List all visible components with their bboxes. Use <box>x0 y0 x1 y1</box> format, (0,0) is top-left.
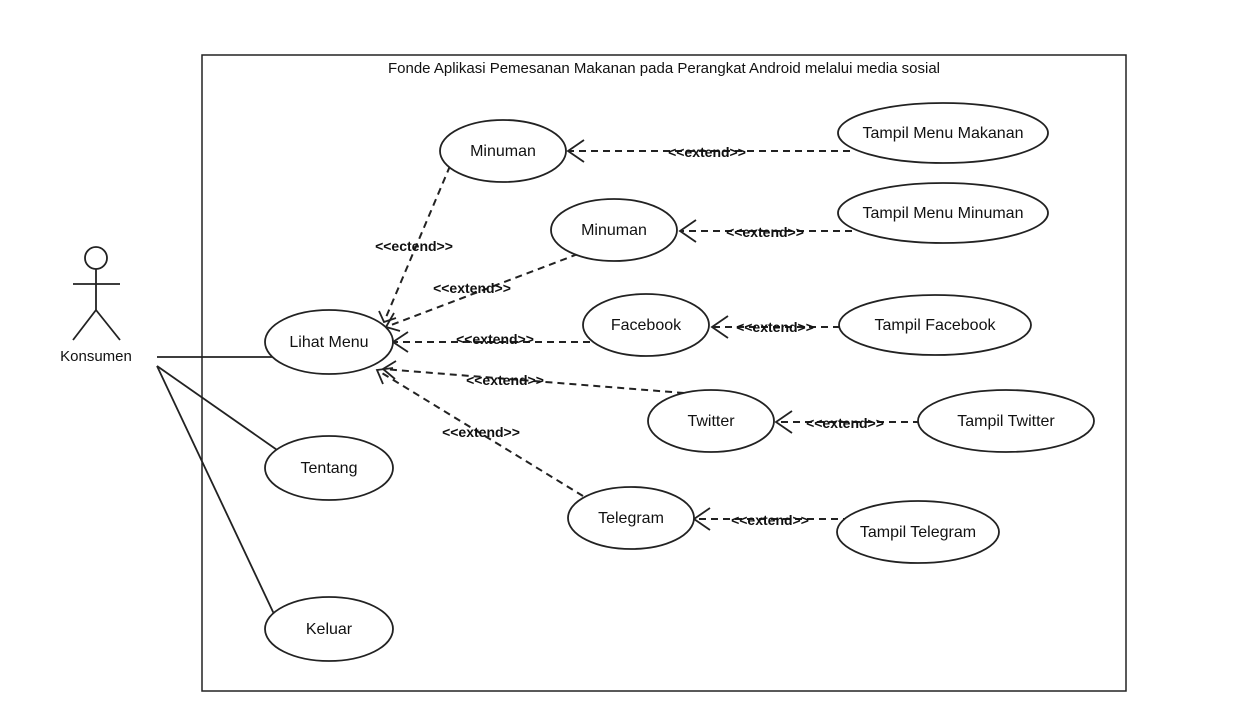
use-case-minuman-top[interactable]: Minuman <box>439 119 567 183</box>
association-keluar <box>156 365 275 615</box>
extend-facebook-lihat-menu: <<extend>> <box>391 331 590 353</box>
use-case-label: Tampil Twitter <box>957 413 1055 430</box>
actor-label: Konsumen <box>60 348 132 365</box>
extend-label: <<extend>> <box>736 319 814 335</box>
use-case-label: Keluar <box>306 621 353 638</box>
use-case-label: Facebook <box>611 317 682 334</box>
extend-minuman-top-lihat-menu: <<ectend>> <box>375 165 453 324</box>
extend-label: <<extend>> <box>433 280 511 296</box>
use-case-tampil-telegram[interactable]: Tampil Telegram <box>836 500 1000 564</box>
extend-label: <<ectend>> <box>375 238 453 254</box>
use-case-label: Lihat Menu <box>289 334 368 351</box>
use-case-tampil-menu-minuman[interactable]: Tampil Menu Minuman <box>837 182 1049 244</box>
actor-left-leg <box>72 309 97 341</box>
use-case-label: Minuman <box>470 143 536 160</box>
extend-tampil-menu-makanan-minuman: <<extend>> <box>566 139 850 163</box>
use-case-tampil-twitter[interactable]: Tampil Twitter <box>917 389 1095 453</box>
use-case-tentang[interactable]: Tentang <box>264 435 394 501</box>
use-case-tampil-facebook[interactable]: Tampil Facebook <box>838 294 1032 356</box>
extend-label: <<extend>> <box>726 224 804 240</box>
use-case-label: Minuman <box>581 222 647 239</box>
use-case-label: Tampil Telegram <box>860 524 976 541</box>
use-case-telegram[interactable]: Telegram <box>567 486 695 550</box>
use-case-label: Tampil Menu Minuman <box>863 205 1024 222</box>
use-case-keluar[interactable]: Keluar <box>264 596 394 662</box>
extend-telegram-lihat-menu: <<extend>> <box>375 367 584 497</box>
extend-tampil-menu-minuman-minuman: <<extend>> <box>678 219 852 243</box>
use-case-twitter[interactable]: Twitter <box>647 389 775 453</box>
system-title: Fonde Aplikasi Pemesanan Makanan pada Pe… <box>388 60 940 77</box>
extend-label: <<extend>> <box>668 144 746 160</box>
extend-label: <<extend>> <box>806 415 884 431</box>
actor-right-leg <box>95 309 121 341</box>
use-case-label: Twitter <box>687 413 735 430</box>
association-tentang <box>156 365 281 453</box>
use-case-label: Tentang <box>301 460 358 477</box>
extend-tampil-facebook-facebook: <<extend>> <box>710 315 840 339</box>
extend-label: <<extend>> <box>466 372 544 388</box>
system-boundary <box>201 54 1127 692</box>
use-case-tampil-menu-makanan[interactable]: Tampil Menu Makanan <box>837 102 1049 164</box>
extend-tampil-twitter-twitter: <<extend>> <box>774 410 920 434</box>
extend-label: <<extend>> <box>731 512 809 528</box>
extend-minuman-mid-lihat-menu: <<extend>> <box>384 253 579 332</box>
actor-konsumen[interactable]: Konsumen <box>60 246 132 365</box>
extend-label: <<extend>> <box>442 424 520 440</box>
extend-label: <<extend>> <box>456 331 534 347</box>
extend-tampil-telegram-telegram: <<extend>> <box>692 507 850 531</box>
extend-twitter-lihat-menu: <<extend>> <box>381 360 685 394</box>
use-case-facebook[interactable]: Facebook <box>582 293 710 357</box>
actor-head <box>84 246 108 270</box>
use-case-label: Telegram <box>598 510 664 527</box>
use-case-minuman-mid[interactable]: Minuman <box>550 198 678 262</box>
use-case-lihat-menu[interactable]: Lihat Menu <box>264 309 394 375</box>
use-case-label: Tampil Menu Makanan <box>863 125 1024 142</box>
use-case-label: Tampil Facebook <box>875 317 997 334</box>
